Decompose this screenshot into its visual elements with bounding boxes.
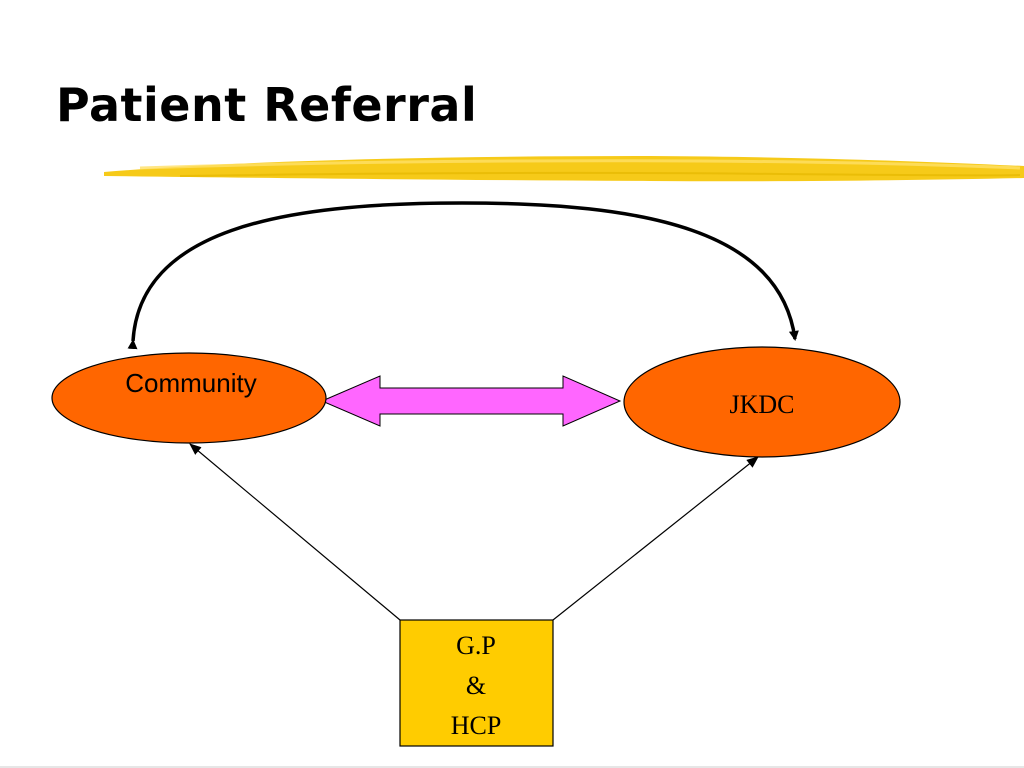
arrow-gp-to-community [189,443,401,621]
title-underline [104,156,1024,182]
gp-hcp-node: G.P & HCP [399,619,554,747]
ampersand-label: & [466,671,486,700]
community-ellipse [51,352,327,444]
community-node: Community [51,352,327,444]
gp-label: G.P [456,631,496,660]
jkdc-ellipse [623,346,901,458]
jkdc-label: JKDC [729,390,794,419]
jkdc-node: JKDC [623,346,901,458]
curved-arrow [127,201,799,350]
arrow-gp-to-jkdc [552,456,759,621]
bottom-rule [0,766,1024,768]
community-label: Community [125,368,256,398]
slide-title: Patient Referral [56,78,478,132]
double-block-arrow [320,375,622,427]
hcp-label: HCP [451,711,502,740]
gp-hcp-box [399,619,554,747]
